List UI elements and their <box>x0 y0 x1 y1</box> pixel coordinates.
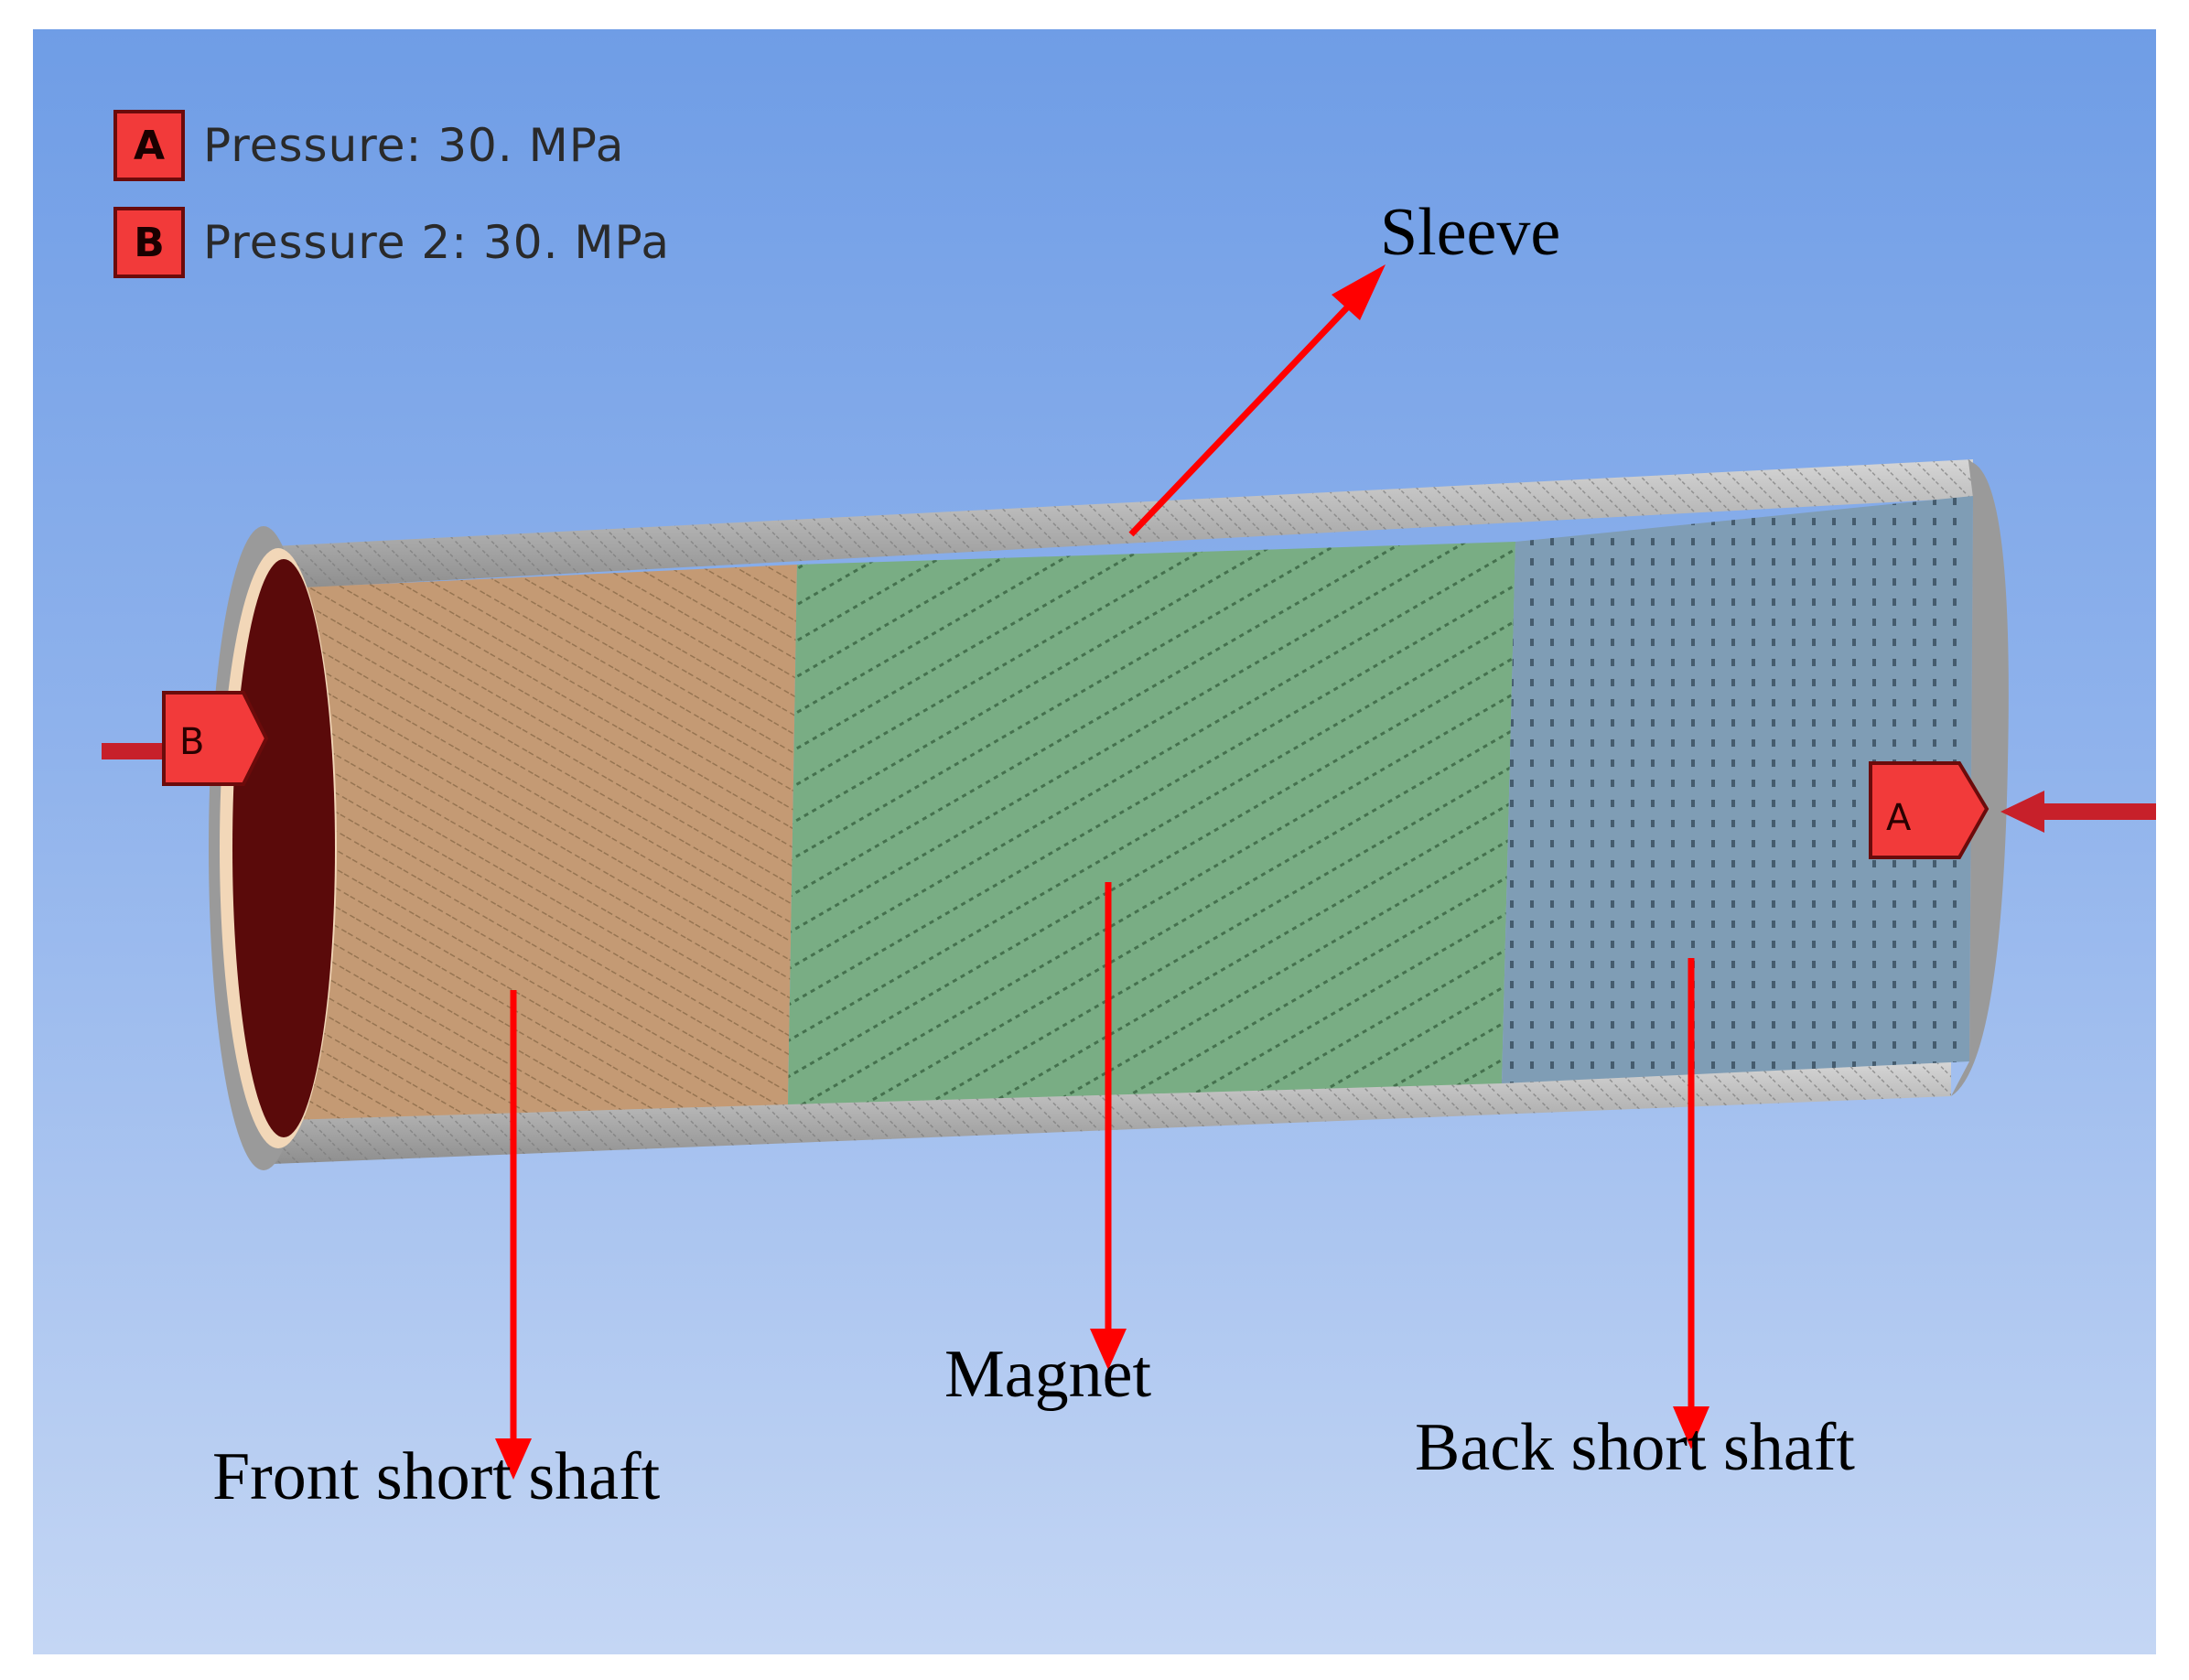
legend-item-a: A Pressure: 30. MPa <box>113 110 624 181</box>
magnet-arrowhead <box>1090 1329 1127 1370</box>
legend-key-b: B <box>113 207 185 278</box>
front-short-shaft <box>287 565 797 1120</box>
legend-item-b: B Pressure 2: 30. MPa <box>113 207 670 278</box>
sleeve-top <box>273 459 1973 589</box>
sleeve-right-end <box>1951 461 2009 1096</box>
magnet-label: Magnet <box>944 1337 1152 1412</box>
front-shaft-arrowhead <box>495 1438 532 1480</box>
load-a-marker: A <box>1869 761 2156 859</box>
back-short-shaft <box>1502 496 1973 1083</box>
front-shaft-label: Front short shaft <box>212 1439 661 1514</box>
sleeve-arrowhead <box>1332 264 1386 320</box>
back-shaft-label: Back short shaft <box>1415 1410 1855 1485</box>
sleeve-arrow <box>1128 301 1353 537</box>
legend-text-b: Pressure 2: 30. MPa <box>203 216 671 269</box>
legend-text-a: Pressure: 30. MPa <box>203 119 625 172</box>
sleeve-label: Sleeve <box>1380 195 1561 270</box>
callout-arrows <box>495 264 1709 1480</box>
end-cap <box>209 526 337 1170</box>
load-a-tag: A <box>1886 797 1912 839</box>
legend-key-a: A <box>113 110 185 181</box>
back-shaft-arrowhead <box>1673 1406 1709 1449</box>
load-b-tag: B <box>179 721 204 763</box>
model-viewport: B A A Pressure: 30. MPa B Pressure 2: 30… <box>33 29 2156 1654</box>
magnet <box>788 542 1515 1104</box>
cylinder-model: B A <box>102 264 2156 1480</box>
load-b-marker: B <box>102 691 269 786</box>
